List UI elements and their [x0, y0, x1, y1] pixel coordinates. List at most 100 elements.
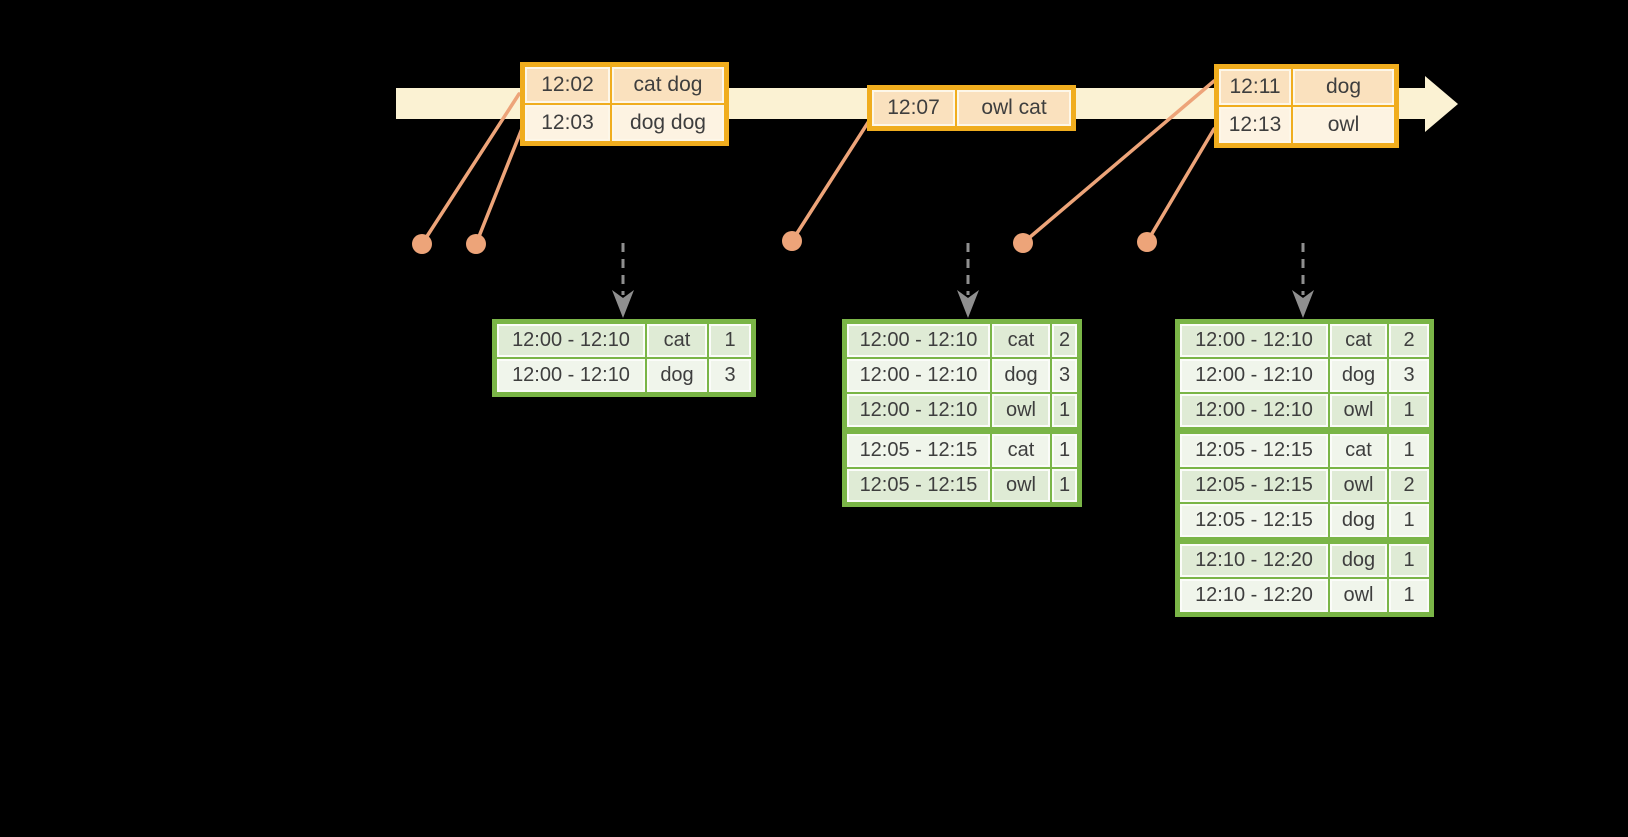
- count-cell: 3: [1052, 359, 1077, 392]
- trigger-arrow-lines: [621, 243, 1305, 295]
- window-group-separator-bar: [1180, 429, 1429, 432]
- window-cell: 12:00 - 12:10: [497, 359, 645, 392]
- trigger-arrowhead-icon: [612, 290, 634, 318]
- trigger-arrowhead-icon: [1292, 290, 1314, 318]
- word-cell: dog: [1330, 504, 1387, 537]
- word-cell: dog: [1330, 359, 1387, 392]
- window-group-separator: [1180, 539, 1429, 542]
- window-cell: 12:10 - 12:20: [1180, 579, 1328, 612]
- window-group-separator-bar: [1180, 539, 1429, 542]
- word-cell: owl: [1330, 394, 1387, 427]
- count-cell: 3: [1389, 359, 1429, 392]
- event-dot: [782, 231, 802, 251]
- time-cell: 12:13: [1219, 107, 1291, 143]
- window-cell: 12:00 - 12:10: [847, 324, 990, 357]
- count-cell: 2: [1389, 469, 1429, 502]
- connector-line: [474, 124, 525, 246]
- window-cell: 12:00 - 12:10: [1180, 394, 1328, 427]
- word-cell: cat: [1330, 434, 1387, 467]
- connector-line: [420, 92, 521, 246]
- event-dot: [412, 234, 432, 254]
- count-cell: 2: [1052, 324, 1077, 357]
- window-cell: 12:00 - 12:10: [847, 394, 990, 427]
- window-cell: 12:05 - 12:15: [847, 469, 990, 502]
- words-cell: owl: [1293, 107, 1394, 143]
- window-cell: 12:05 - 12:15: [1180, 504, 1328, 537]
- word-cell: owl: [992, 469, 1050, 502]
- trigger-arrowhead-icon: [957, 290, 979, 318]
- count-cell: 1: [1389, 434, 1429, 467]
- event-dots: [412, 231, 1157, 254]
- word-cell: dog: [1330, 544, 1387, 577]
- count-cell: 1: [1052, 434, 1077, 467]
- count-cell: 1: [1052, 394, 1077, 427]
- word-cell: cat: [1330, 324, 1387, 357]
- window-group-separator: [1180, 429, 1429, 432]
- window-cell: 12:05 - 12:15: [1180, 434, 1328, 467]
- connector-line: [1145, 127, 1216, 244]
- trigger-arrowheads: [612, 290, 1314, 318]
- word-cell: owl: [992, 394, 1050, 427]
- word-cell: owl: [1330, 469, 1387, 502]
- connector-line: [790, 119, 871, 243]
- words-cell: owl cat: [957, 90, 1071, 126]
- timeline-arrowhead-icon: [1425, 76, 1458, 132]
- connector-line: [1021, 79, 1216, 245]
- window-cell: 12:00 - 12:10: [847, 359, 990, 392]
- event-dot: [1013, 233, 1033, 253]
- word-cell: dog: [992, 359, 1050, 392]
- window-cell: 12:05 - 12:15: [1180, 469, 1328, 502]
- word-cell: dog: [647, 359, 707, 392]
- window-cell: 12:00 - 12:10: [1180, 359, 1328, 392]
- event-dot: [466, 234, 486, 254]
- time-cell: 12:02: [525, 67, 610, 103]
- time-cell: 12:11: [1219, 69, 1291, 105]
- count-cell: 3: [709, 359, 751, 392]
- word-cell: cat: [647, 324, 707, 357]
- count-cell: 2: [1389, 324, 1429, 357]
- count-cell: 1: [1389, 544, 1429, 577]
- count-cell: 1: [709, 324, 751, 357]
- window-group-separator: [847, 429, 1077, 432]
- time-cell: 12:03: [525, 105, 610, 141]
- count-cell: 1: [1389, 394, 1429, 427]
- event-connector-lines: [420, 79, 1216, 246]
- window-cell: 12:00 - 12:10: [1180, 324, 1328, 357]
- count-cell: 1: [1389, 579, 1429, 612]
- window-group-separator-bar: [847, 429, 1077, 432]
- words-cell: cat dog: [612, 67, 724, 103]
- words-cell: dog: [1293, 69, 1394, 105]
- count-cell: 1: [1052, 469, 1077, 502]
- window-cell: 12:10 - 12:20: [1180, 544, 1328, 577]
- event-dot: [1137, 232, 1157, 252]
- count-cell: 1: [1389, 504, 1429, 537]
- word-cell: owl: [1330, 579, 1387, 612]
- words-cell: dog dog: [612, 105, 724, 141]
- window-cell: 12:00 - 12:10: [497, 324, 645, 357]
